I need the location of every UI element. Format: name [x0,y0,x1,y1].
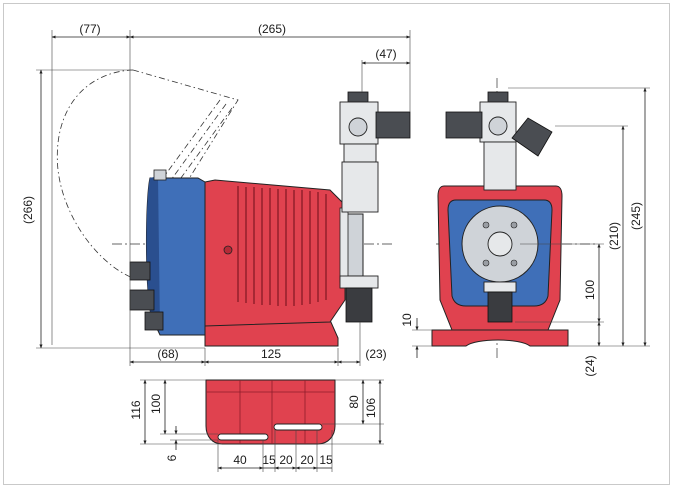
dim-68: (68) [157,347,178,361]
housing-screw [223,245,233,255]
dim-116: 116 [129,400,143,419]
dimension-labels: (77) (265) (47) (266) (68) 125 (23) (245… [21,22,643,467]
dim-20a: 20 [279,453,293,467]
dim-100-base: 100 [149,394,163,414]
drawing-frame [3,3,670,485]
front-side-port [445,111,483,139]
dim-20b: 20 [300,453,314,467]
dim-80: 80 [347,395,361,409]
pump-base-front [431,329,569,347]
dim-6: 6 [165,454,179,461]
connector-upper [129,261,151,281]
cover-open-outline-inner [162,99,233,183]
valve-stack-side [339,91,411,323]
connector-mid [129,289,155,311]
mounting-slot-right [273,423,323,431]
cover-hinge [153,169,167,181]
connector-low [144,311,164,331]
front-view [431,78,596,360]
dosing-head-center [487,231,513,257]
dim-210: (210) [607,222,621,250]
front-angled-port [511,117,553,157]
dim-10: 10 [400,313,414,327]
dim-106: 106 [364,398,378,418]
cover-open-outline [132,69,239,191]
dim-23: (23) [365,347,386,361]
dim-266: (266) [21,196,35,224]
mounting-slot-left [217,433,269,441]
dim-265: (265) [258,22,286,36]
dim-125: 125 [261,347,281,361]
dim-47: (47) [375,47,396,61]
base-view [205,379,336,445]
side-view [56,69,411,347]
dim-77: (77) [79,22,100,36]
dim-100-front: 100 [583,280,597,300]
dim-40: 40 [233,453,247,467]
dim-15b: 15 [319,453,333,467]
dimension-lines [36,30,650,472]
dim-15a: 15 [262,453,276,467]
cover-swing-arc [56,69,134,279]
dosing-head-plate [339,207,349,283]
dim-245: (245) [629,202,643,230]
cooling-ribs [237,186,327,306]
dim-24: (24) [583,355,597,376]
